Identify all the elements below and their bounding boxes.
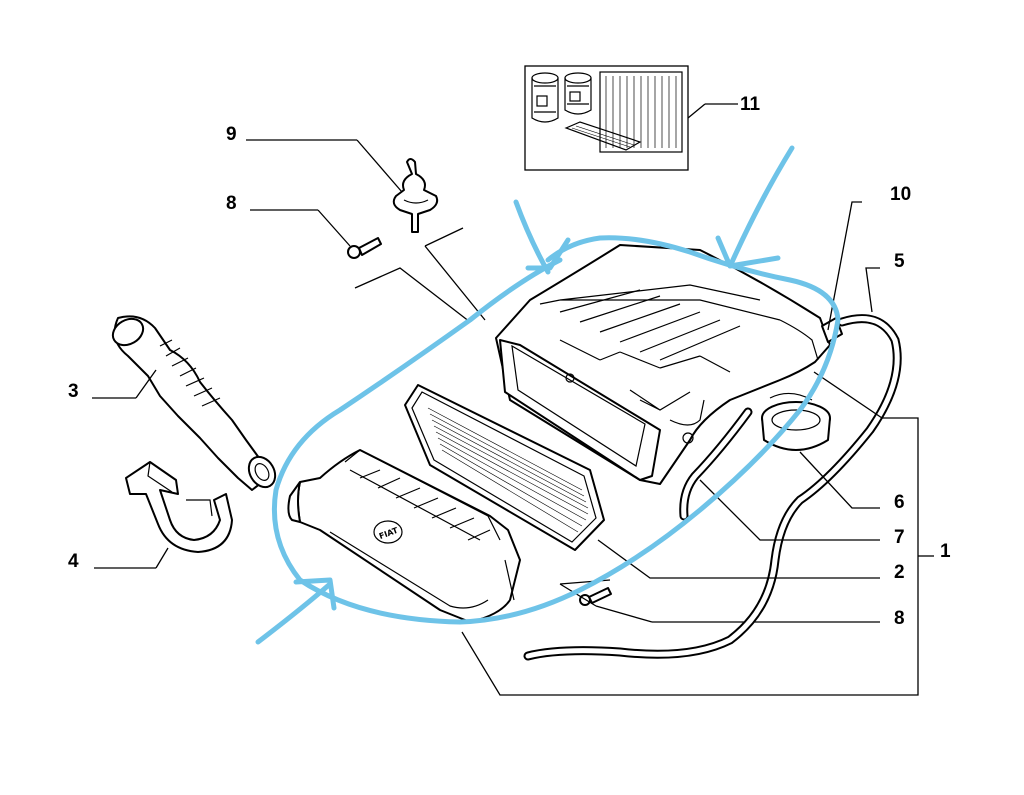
- callout-8-bottom: 8: [894, 608, 905, 629]
- callout-4: 4: [68, 551, 79, 572]
- screw-part-top: [347, 237, 382, 259]
- callout-7: 7: [894, 527, 905, 548]
- valve-part: [392, 158, 439, 233]
- airbox-upper-housing: [495, 244, 831, 485]
- callout-3: 3: [68, 381, 79, 402]
- callout-5: 5: [894, 251, 905, 272]
- intake-duct: [111, 315, 277, 491]
- callout-8-top: 8: [226, 193, 237, 214]
- filter-kit-inset: [524, 65, 738, 171]
- callout-2: 2: [894, 562, 905, 583]
- callout-1: 1: [940, 541, 951, 562]
- air-filter-element: [404, 384, 605, 551]
- callout-11: 11: [740, 94, 761, 115]
- breather-hose-short: [679, 407, 753, 521]
- callout-6: 6: [894, 492, 905, 513]
- oil-filter-icon: [531, 72, 559, 123]
- airbox-lower-cover: FIAT: [287, 449, 521, 623]
- fuel-filter-icon: [564, 72, 592, 115]
- screw-part-bottom: [579, 587, 612, 606]
- cabin-filter-icon: [564, 121, 642, 151]
- air-filter-panel-icon: [599, 71, 683, 153]
- callout-10: 10: [890, 184, 912, 205]
- blue-annotation: [255, 145, 841, 645]
- callout-9: 9: [226, 124, 237, 145]
- breather-hose-long: [523, 314, 902, 661]
- duct-bracket: [125, 461, 233, 553]
